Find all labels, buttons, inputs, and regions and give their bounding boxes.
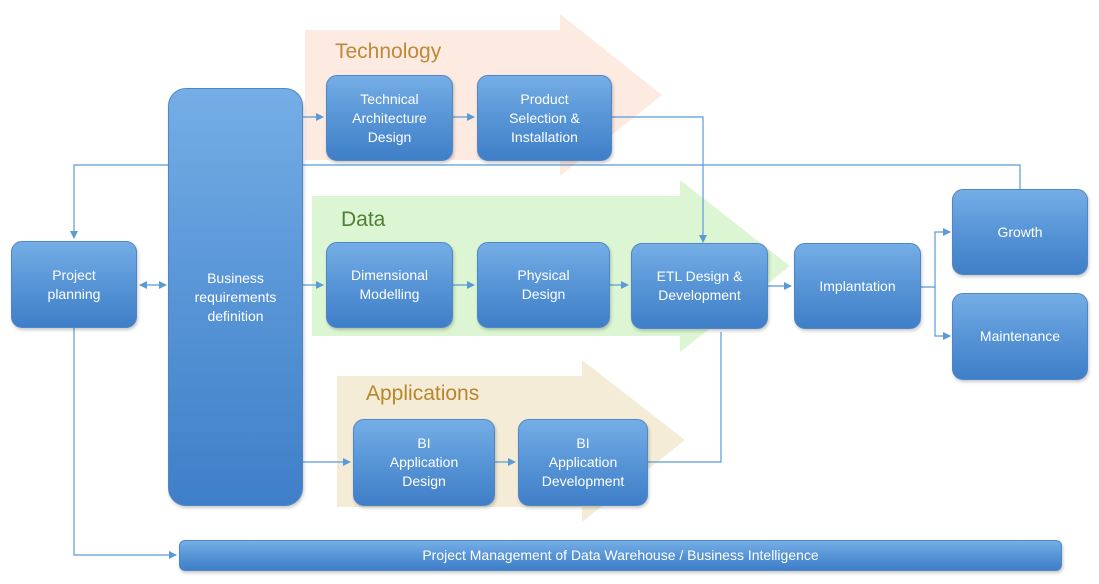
bi-application-design-box[interactable]: BI Application Design	[353, 419, 495, 506]
implantation-to-maintenance-line	[934, 287, 951, 340]
bi-application-design-label: BI Application Design	[389, 435, 459, 489]
project-planning-label: Project planning	[47, 266, 101, 302]
planning-to-management-line	[73, 328, 177, 559]
business-requirements-label: Business requirements definition	[194, 269, 277, 324]
maintenance-label: Maintenance	[979, 328, 1061, 344]
technical-architecture-label: Technical Architecture Design	[352, 90, 427, 145]
applications-label: Applications	[366, 382, 480, 405]
project-management-label: Project Management of Data Warehouse / B…	[422, 547, 819, 563]
dimensional-modelling-label: Dimensional Modelling	[350, 267, 429, 302]
product-selection-box[interactable]: Product Selection & Installation	[477, 75, 612, 161]
technical-architecture-box[interactable]: Technical Architecture Design	[326, 75, 453, 161]
etl-design-box[interactable]: ETL Design & Development	[631, 243, 768, 329]
product-to-etl-line	[612, 116, 707, 243]
etl-design-label: ETL Design & Development	[656, 268, 743, 303]
physical-design-box[interactable]: Physical Design	[477, 242, 610, 328]
business-requirements-box[interactable]: Business requirements definition	[168, 88, 303, 506]
project-planning-box[interactable]: Project planning	[11, 241, 137, 328]
bi-development-to-etl-line	[648, 332, 722, 463]
implantation-label: Implantation	[819, 277, 896, 294]
maintenance-box[interactable]: Maintenance	[952, 293, 1088, 380]
growth-feedback-line	[70, 164, 1021, 239]
growth-label: Growth	[997, 223, 1043, 240]
implantation-box[interactable]: Implantation	[794, 243, 921, 329]
data-label: Data	[341, 208, 386, 231]
physical-design-label: Physical Design	[517, 267, 570, 302]
product-selection-label: Product Selection & Installation	[509, 90, 580, 145]
bi-application-development-box[interactable]: BI Application Development	[518, 419, 648, 506]
implantation-to-growth-line	[921, 228, 951, 288]
dimensional-modelling-box[interactable]: Dimensional Modelling	[326, 242, 453, 328]
growth-box[interactable]: Growth	[952, 189, 1088, 275]
project-management-bar[interactable]: Project Management of Data Warehouse / B…	[179, 540, 1062, 571]
bi-application-development-label: BI Application Development	[541, 435, 625, 489]
technology-label: Technology	[335, 40, 442, 63]
